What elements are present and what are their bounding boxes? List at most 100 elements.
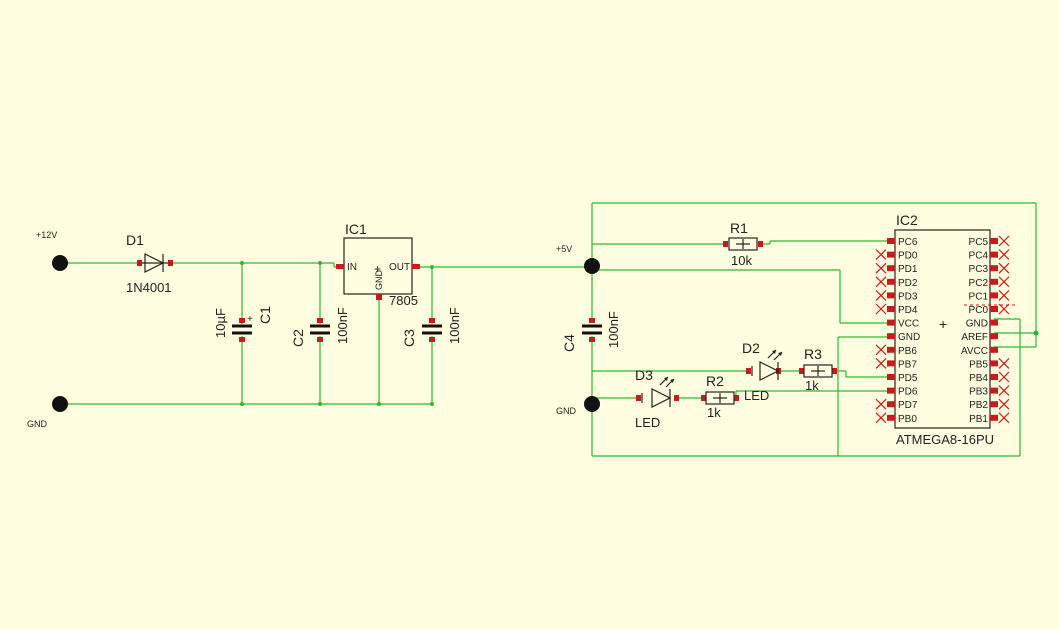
label-5v: +5V	[556, 244, 572, 254]
led-d3: D3 LED	[635, 367, 679, 430]
ic2-right-pins: PC5PC4PC3PC2PC1PC0GNDAREFAVCCPB5PB4PB3PB…	[961, 235, 1010, 425]
ic2-pin-left: VCC	[887, 319, 919, 330]
label-c2-value: 100nF	[335, 307, 350, 344]
ic2-pin-label: VCC	[898, 319, 919, 330]
ic2-pin-label: PD7	[898, 400, 918, 411]
label-c4-value: 100nF	[606, 311, 621, 348]
capacitor-c2: C2 100nF	[290, 307, 350, 347]
ic2-pin-left: PD7	[875, 398, 918, 411]
label-ic1-gnd: GND	[374, 270, 384, 291]
ic2-pin-label: PD1	[898, 264, 918, 275]
ic2-pin-label: PD0	[898, 251, 918, 262]
label-d3-value: LED	[635, 415, 660, 430]
ic2-pin-label: PC0	[969, 305, 989, 316]
terminal-12v: +12V	[36, 230, 68, 271]
label-12v: +12V	[36, 230, 57, 240]
ic2-pin-label: PD2	[898, 278, 918, 289]
svg-text:+: +	[374, 262, 381, 276]
svg-text:+: +	[939, 316, 947, 332]
ic2-pin-label: AREF	[961, 332, 988, 343]
label-d1-name: D1	[126, 232, 144, 248]
ic2-pin-label: PB7	[898, 359, 917, 370]
label-ic1-in: IN	[347, 262, 357, 273]
label-r2-value: 1k	[707, 405, 721, 420]
label-c3-value: 100nF	[447, 307, 462, 344]
ic2-pin-right: GND	[966, 319, 998, 330]
capacitor-c3: C3 100nF	[401, 307, 462, 347]
ic2-pin-left: GND	[887, 332, 920, 343]
ic2-pin-label: PC6	[898, 237, 918, 248]
ic2-pin-label: GND	[966, 319, 988, 330]
ic2-pin-right: PB3	[969, 385, 1010, 398]
diode-d1: D1 1N4001	[126, 232, 173, 295]
label-ic1-out: OUT	[389, 262, 410, 273]
ic2-pin-label: PD5	[898, 373, 918, 384]
wires	[60, 202, 1039, 457]
ic2-pin-right: PB1	[969, 412, 1010, 425]
label-d2-name: D2	[742, 340, 760, 356]
ic2-pin-left: PD0	[875, 249, 918, 262]
ic2-pin-label: PC1	[969, 291, 989, 302]
label-gnd-right: GND	[556, 406, 577, 416]
ic2-pin-label: PB1	[969, 414, 988, 425]
ic2-pin-label: PD4	[898, 305, 918, 316]
ic2-pin-left: PD2	[875, 276, 918, 289]
ic2-pin-left: PB0	[875, 412, 917, 425]
ic2-pin-right: PC5	[969, 235, 1010, 248]
regulator-ic1: IN OUT GND + IC1 7805	[336, 221, 420, 308]
ic2-pin-label: PB0	[898, 414, 917, 425]
ic2-pin-left: PD3	[875, 289, 918, 302]
ic2-pin-left: PB7	[875, 357, 917, 370]
ic2-pin-left: PB6	[875, 344, 917, 357]
terminal-gnd-right: GND	[556, 396, 600, 416]
resistor-r2: R2 1k	[701, 373, 739, 420]
label-ic1-value: 7805	[389, 293, 418, 308]
ic2-pin-left: PD6	[887, 387, 918, 398]
resistor-r1: R1 10k	[723, 220, 763, 268]
capacitor-c1: + C1 10µF	[213, 306, 273, 342]
ic2-pin-right: PC4	[969, 249, 1010, 262]
label-r3-name: R3	[804, 346, 822, 362]
label-c1-value: 10µF	[213, 308, 228, 338]
label-d1-value: 1N4001	[126, 280, 172, 295]
ic2-pin-left: PD5	[887, 373, 918, 384]
ic2-pin-right: PC1	[969, 289, 1010, 302]
svg-text:+: +	[247, 314, 253, 325]
resistor-r3: R3 1k	[799, 346, 837, 393]
label-d3-name: D3	[635, 367, 653, 383]
ic2-pin-right: AVCC	[961, 346, 998, 357]
label-r3-value: 1k	[805, 378, 819, 393]
ic2-pin-right: PB2	[969, 398, 1010, 411]
label-ic1-name: IC1	[345, 221, 367, 237]
ic2-pin-right: AREF	[961, 332, 998, 343]
ic2-pin-right: PB4	[969, 371, 1010, 384]
label-gnd-left: GND	[27, 419, 48, 429]
ic2-pin-right: PB5	[969, 357, 1010, 370]
label-r1-name: R1	[730, 220, 748, 236]
label-c3-name: C3	[401, 329, 417, 347]
terminal-gnd-left: GND	[27, 396, 68, 429]
ic2-pin-label: AVCC	[961, 346, 988, 357]
label-c2-name: C2	[290, 329, 306, 347]
ic2-pin-label: GND	[898, 332, 920, 343]
ic2-pin-left: PD1	[875, 262, 918, 275]
ic2-pin-right: PC2	[969, 276, 1010, 289]
label-c4-name: C4	[561, 334, 577, 352]
ic2-pin-label: PB6	[898, 346, 917, 357]
label-r2-name: R2	[706, 373, 724, 389]
ic2-pin-label: PB2	[969, 400, 988, 411]
ic2-pin-label: PD3	[898, 291, 918, 302]
ic2-pin-label: PB4	[969, 373, 988, 384]
label-d2-value: LED	[744, 388, 769, 403]
led-d2: D2 LED	[742, 340, 783, 403]
ic2-pin-label: PD6	[898, 387, 918, 398]
terminal-5v: +5V	[556, 244, 600, 274]
ic2-pin-label: PB5	[969, 359, 988, 370]
ic2-pin-left: PC6	[887, 237, 918, 248]
ic2-pin-left: PD4	[875, 303, 918, 316]
label-c1-name: C1	[257, 306, 273, 324]
mcu-ic2: + IC2 ATMEGA8-16PU PC6PD0PD1PD2PD3PD4VCC…	[875, 212, 1016, 447]
label-r1-value: 10k	[731, 253, 752, 268]
